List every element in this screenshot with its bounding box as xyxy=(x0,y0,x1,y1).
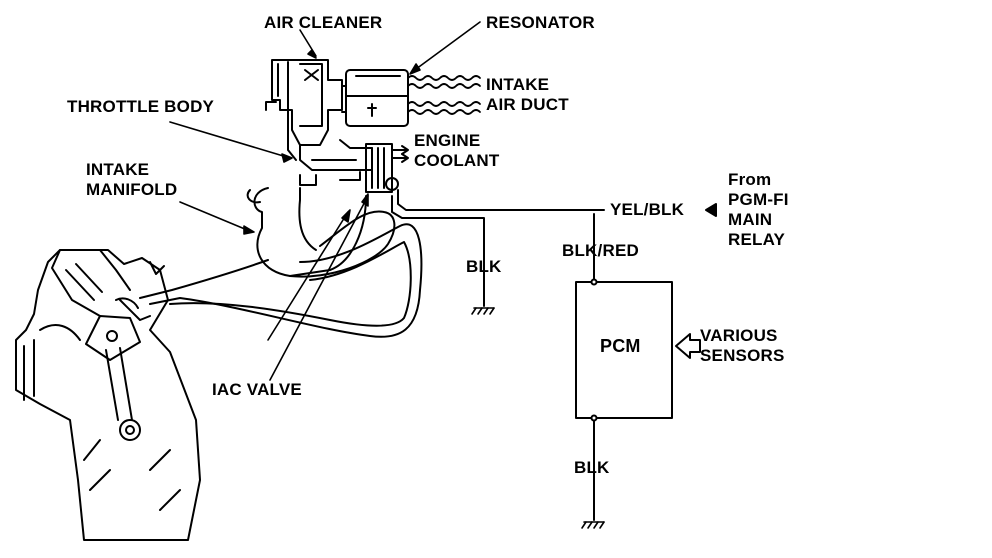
ground-symbols xyxy=(471,307,605,529)
resonator-label: RESONATOR xyxy=(486,13,595,32)
intake-air-duct xyxy=(407,75,481,115)
from-relay-label-line1: From xyxy=(728,170,772,189)
throttle-body-label: THROTTLE BODY xyxy=(67,97,215,116)
various-sensors-arrow xyxy=(675,333,701,359)
air-cleaner xyxy=(265,59,343,161)
from-relay-label-line2: PGM-FI xyxy=(728,190,789,209)
wiring xyxy=(391,189,717,521)
resonator xyxy=(341,69,409,127)
pcm-label: PCM xyxy=(600,336,641,356)
engine-cutaway xyxy=(15,249,201,541)
intake-manifold xyxy=(139,187,423,338)
yel-blk-wire-label: YEL/BLK xyxy=(610,200,685,219)
iac-valve-label: IAC VALVE xyxy=(212,380,302,399)
intake-air-duct-label-line2: AIR DUCT xyxy=(486,95,569,114)
blk-ground-label-1: BLK xyxy=(466,257,502,276)
engine-coolant-label-line2: COOLANT xyxy=(414,151,500,170)
engine-coolant-label-line1: ENGINE xyxy=(414,131,481,150)
intake-manifold-label-line1: INTAKE xyxy=(86,160,150,179)
pcm-box xyxy=(575,278,673,422)
various-sensors-label-line1: VARIOUS xyxy=(700,326,778,345)
intake-air-duct-label-line1: INTAKE xyxy=(486,75,550,94)
iac-valve xyxy=(365,143,409,193)
blk-red-wire-label: BLK/RED xyxy=(562,241,639,260)
intake-manifold-label-line2: MANIFOLD xyxy=(86,180,178,199)
blk-ground-label-2: BLK xyxy=(574,458,610,477)
leader-arrows xyxy=(169,21,481,381)
various-sensors-label-line2: SENSORS xyxy=(700,346,785,365)
air-cleaner-label: AIR CLEANER xyxy=(264,13,383,32)
from-relay-label-line4: RELAY xyxy=(728,230,786,249)
throttle-body xyxy=(299,139,373,186)
from-relay-label-line3: MAIN xyxy=(728,210,773,229)
